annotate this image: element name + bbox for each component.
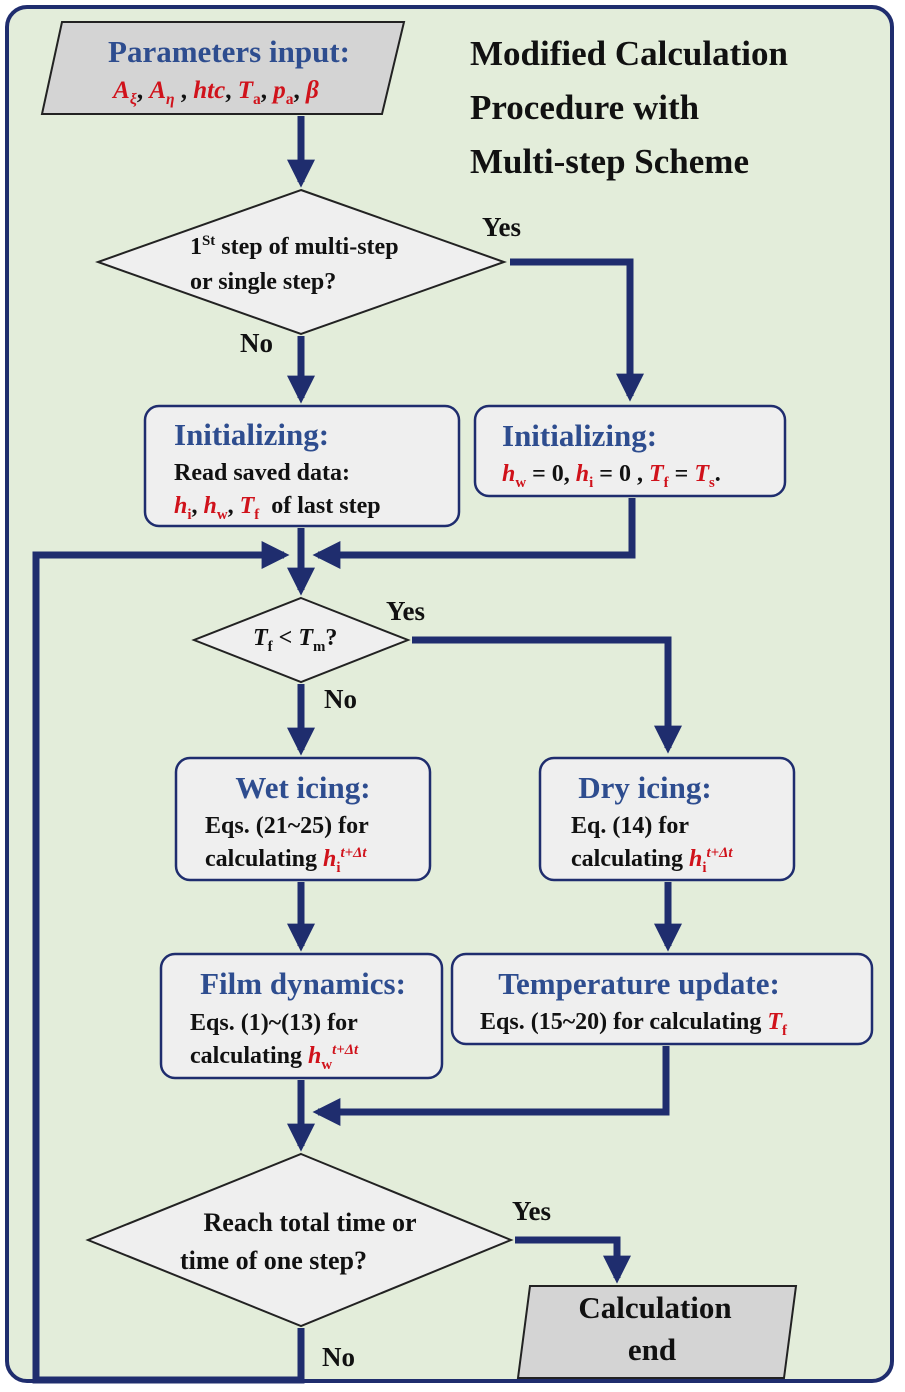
init-right-equations: hw = 0, hi = 0 , Tf = Ts.	[502, 461, 721, 491]
arrow-loop-back	[32, 541, 305, 1384]
calculation-end-shape	[516, 1285, 798, 1379]
title-line-2: Procedure with	[470, 88, 700, 127]
first-step-yes-label: Yes	[482, 212, 521, 242]
title-line-1: Modified Calculation	[470, 34, 788, 73]
symbol-beta: β	[306, 77, 319, 104]
temperature-update-heading: Temperature update:	[498, 966, 780, 1001]
symbol-eta: η	[166, 91, 175, 108]
wet-icing-line-1: Eqs. (21~25) for	[205, 813, 369, 839]
temperature-decision-text: Tf < Tm?	[253, 625, 338, 655]
first-step-no-label: No	[240, 328, 273, 358]
wet-icing-shape	[174, 756, 432, 882]
arrow-yes-to-init-right	[510, 258, 644, 402]
params-input-heading: Parameters input:	[108, 34, 350, 69]
end-decision-line-2: time of one step?	[180, 1246, 368, 1275]
end-decision-no-label: No	[322, 1342, 355, 1372]
arrow-yes-to-dry-icing	[412, 636, 682, 754]
film-dynamics-line-2: calculating hwt+Δt	[190, 1042, 359, 1073]
arrow-init-right-merge	[312, 498, 636, 569]
symbol-p-a: a	[285, 91, 294, 108]
arrow-temp-update-merge	[312, 1046, 670, 1126]
wet-icing-line-2: calculating hit+Δt	[205, 845, 367, 876]
dry-icing-line-2: calculating hit+Δt	[571, 845, 733, 876]
init-left-line-1: Read saved data:	[174, 460, 351, 486]
init-right-shape	[473, 404, 787, 498]
film-dynamics-heading: Film dynamics:	[200, 966, 406, 1001]
calculation-end-line-2: end	[627, 1332, 677, 1367]
film-dynamics-shape	[159, 952, 444, 1080]
dry-icing-heading: Dry icing:	[578, 770, 712, 805]
init-left-line-2: hi, hw, Tf of last step	[174, 493, 381, 523]
end-decision-shape	[85, 1152, 514, 1328]
dry-icing-shape	[538, 756, 796, 882]
first-step-line-1: 1St step of multi-step	[190, 233, 399, 260]
wet-icing-heading: Wet icing:	[235, 770, 371, 805]
symbol-p: p	[273, 77, 286, 104]
symbol-t-a: a	[253, 91, 261, 108]
init-left-heading: Initializing:	[174, 417, 330, 452]
diagram-frame	[5, 5, 894, 1383]
symbol-xi: ξ	[129, 91, 137, 108]
params-input-symbols: Aξ, Aη , htc, Ta, pa, β	[113, 77, 319, 108]
init-right-heading: Initializing:	[502, 418, 658, 453]
symbol-t: T	[237, 77, 254, 104]
title-line-3: Multi-step Scheme	[470, 142, 749, 181]
calculation-end-line-1: Calculation	[578, 1290, 732, 1325]
temperature-no-label: No	[324, 684, 357, 714]
film-dynamics-line-1: Eqs. (1)~(13) for	[190, 1010, 358, 1036]
parameters-input-shape	[40, 21, 406, 115]
symbol-htc: htc	[193, 77, 226, 104]
symbol-a-2: A	[149, 77, 167, 104]
temperature-update-shape	[450, 952, 874, 1046]
dry-icing-line-1: Eq. (14) for	[571, 813, 689, 839]
end-decision-line-1: Reach total time or	[203, 1208, 417, 1237]
symbol-a: A	[113, 77, 130, 104]
end-decision-yes-label: Yes	[512, 1196, 551, 1226]
init-left-shape	[143, 404, 461, 528]
temperature-yes-label: Yes	[386, 596, 425, 626]
temperature-update-line-1: Eqs. (15~20) for calculating Tf	[480, 1009, 788, 1039]
first-step-line-2: or single step?	[190, 269, 337, 295]
temperature-decision-shape	[191, 596, 411, 684]
first-step-decision-shape	[95, 188, 507, 336]
arrow-yes-to-calc-end	[515, 1236, 631, 1284]
